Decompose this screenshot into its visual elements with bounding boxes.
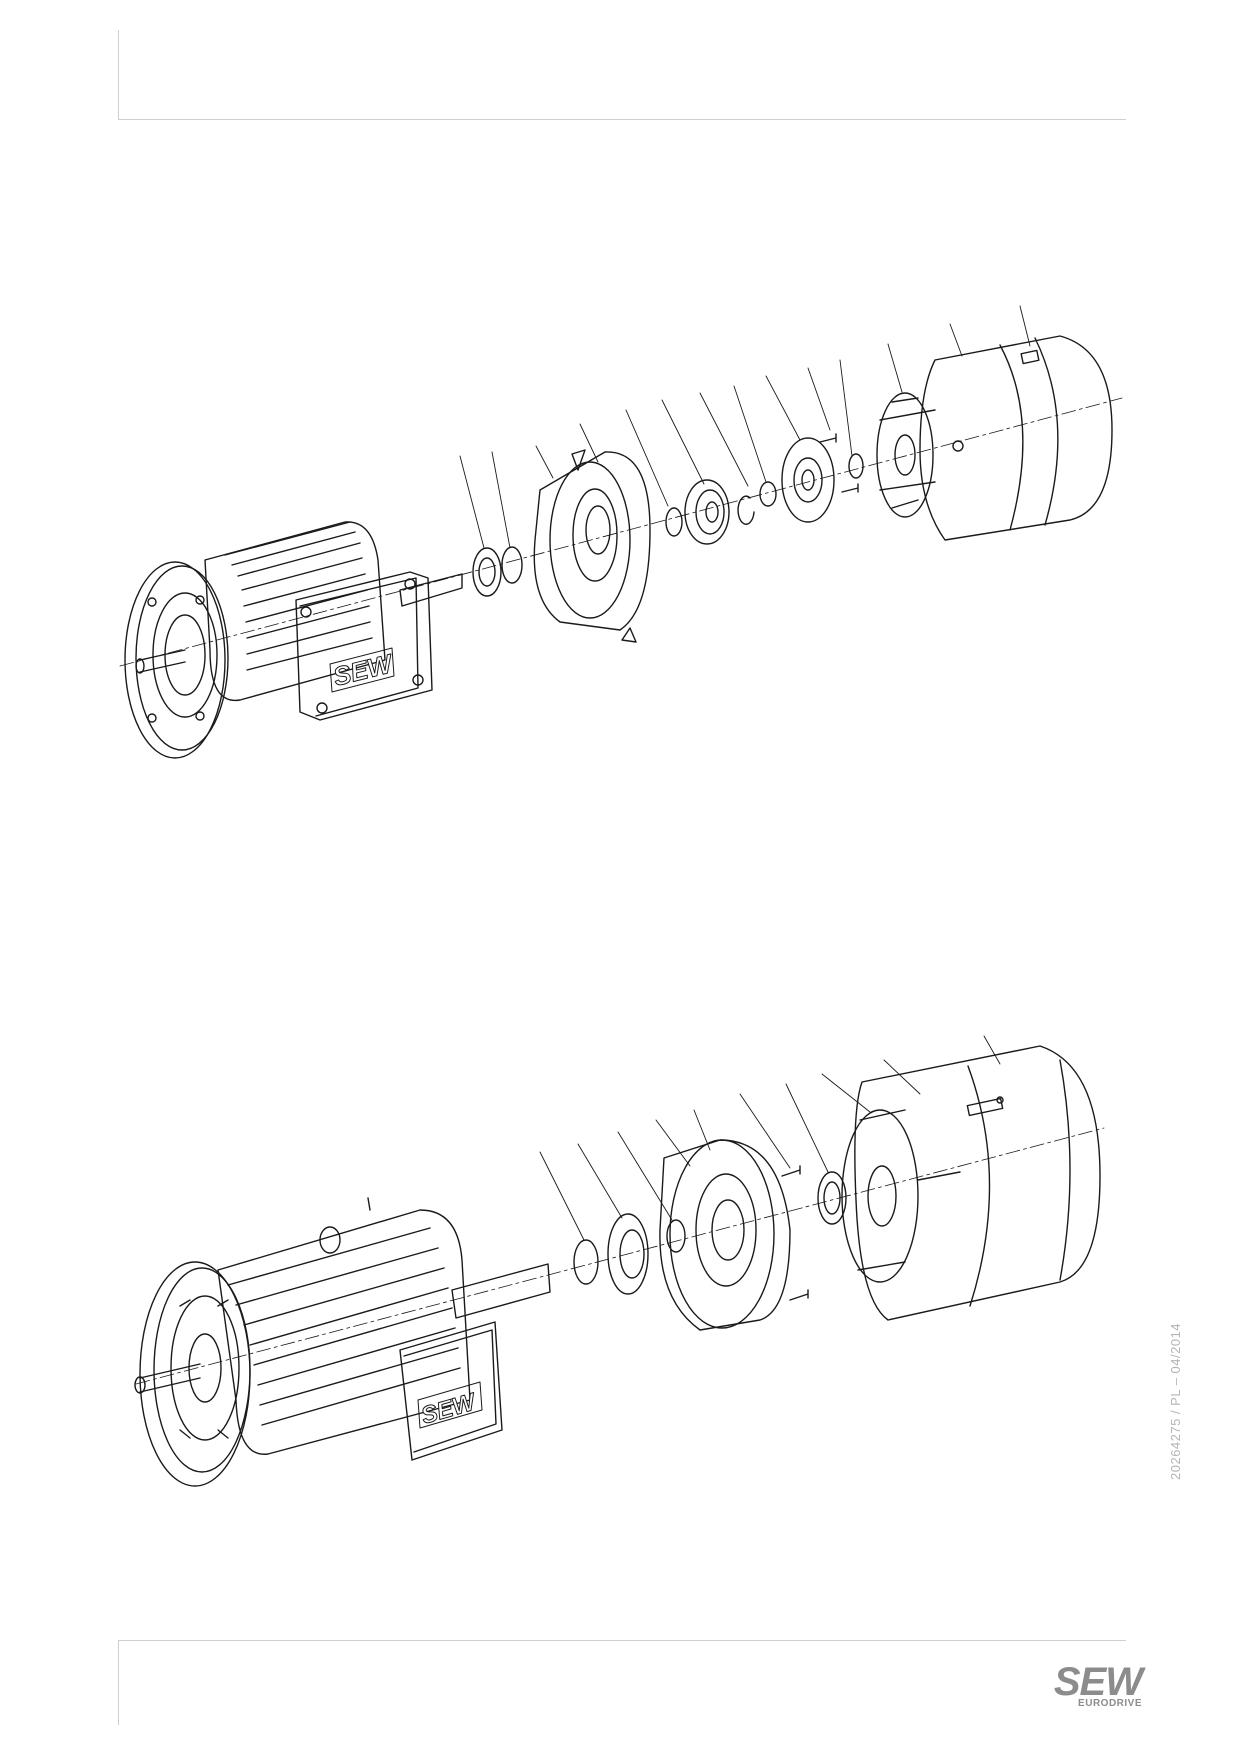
bottom-motor-housing	[217, 1197, 471, 1455]
top-shaft-end	[135, 649, 186, 674]
top-motor-housing	[204, 521, 386, 702]
header-rule-horizontal	[118, 119, 1126, 120]
bottom-seal	[817, 1171, 847, 1225]
top-bearing-1	[472, 547, 502, 597]
top-ring-3	[759, 481, 777, 507]
bottom-shaft-end	[134, 1363, 201, 1394]
top-fan	[876, 392, 936, 518]
bottom-screws	[781, 1165, 809, 1301]
top-ring-1	[501, 546, 523, 584]
bottom-endshield	[659, 1139, 791, 1331]
bottom-fan	[841, 1109, 961, 1283]
top-circlip	[737, 495, 755, 525]
top-terminal-box-badge: SEW	[330, 648, 397, 692]
exploded-view-bottom: SEW	[134, 1035, 1105, 1487]
top-cover-plate	[781, 437, 835, 523]
top-brake-hub	[684, 479, 730, 545]
logo-sub: EURODRIVE	[1078, 1698, 1142, 1709]
footer-rule-horizontal	[118, 1640, 1126, 1641]
bottom-fan-guard	[854, 1045, 1101, 1321]
bottom-terminal-box	[399, 1321, 503, 1461]
bottom-ring-1	[573, 1239, 599, 1285]
bottom-rotor-shaft	[451, 1263, 551, 1319]
top-screws	[819, 433, 859, 493]
top-endshield	[533, 449, 651, 643]
bottom-leader-lines	[539, 1035, 1001, 1241]
top-fan-guard	[919, 335, 1113, 541]
sew-eurodrive-logo: SEW EURODRIVE	[1042, 1660, 1143, 1709]
top-ring-2	[665, 507, 683, 537]
document-reference-code: 20264275 / PL – 04/2014	[1168, 1322, 1183, 1480]
bottom-bearing-1	[607, 1213, 649, 1295]
header-rule-vertical	[118, 30, 119, 120]
bottom-ring-2	[666, 1219, 686, 1253]
top-rotor-shaft	[399, 573, 463, 607]
bottom-terminal-box-badge: SEW	[418, 1388, 480, 1430]
top-terminal-box	[295, 571, 433, 721]
exploded-view-top: SEW	[119, 305, 1123, 759]
footer-rule-vertical	[118, 1640, 119, 1725]
top-leader-lines	[459, 305, 1031, 549]
top-axis-line	[119, 397, 1123, 667]
logo-brand: SEW	[1053, 1660, 1143, 1704]
top-ring-4	[848, 453, 864, 479]
bottom-flange-plate	[139, 1261, 251, 1487]
